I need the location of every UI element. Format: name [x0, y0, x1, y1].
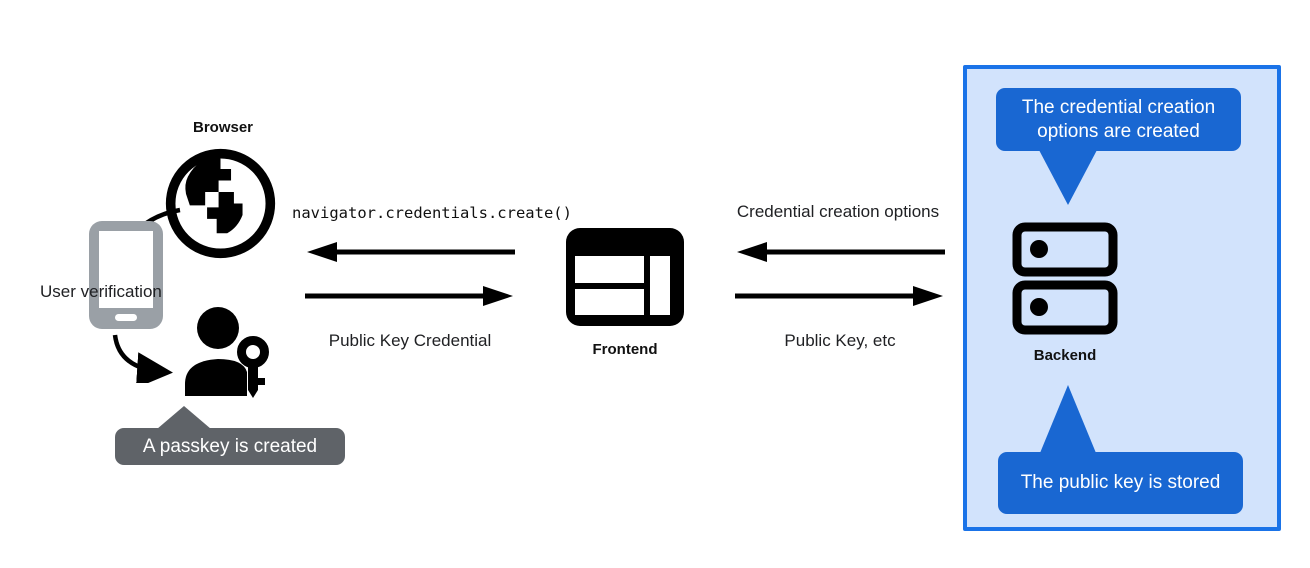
api-call-label: navigator.credentials.create()	[292, 204, 572, 222]
public-key-credential-label: Public Key Credential	[328, 331, 492, 350]
backend-label: Backend	[1033, 347, 1097, 364]
frontend-icon	[566, 228, 684, 326]
backend-server-icon	[1012, 222, 1118, 335]
arrow-frontend-to-backend	[735, 285, 945, 307]
arrow-backend-to-frontend	[735, 241, 945, 263]
frontend-label: Frontend	[592, 341, 658, 358]
browser-globe-icon	[163, 146, 278, 261]
user-key-icon	[181, 306, 281, 400]
backend-tooltip-top-tail	[1039, 150, 1097, 205]
browser-label: Browser	[192, 119, 254, 136]
phone-icon	[86, 218, 166, 332]
user-verification-label: User verification	[40, 282, 162, 301]
passkey-tooltip-tail	[157, 406, 211, 429]
backend-tooltip-bottom: The public key is stored	[998, 452, 1243, 514]
passkey-tooltip: A passkey is created	[115, 428, 345, 465]
arrow-browser-to-frontend	[305, 285, 515, 307]
public-key-etc-label: Public Key, etc	[784, 331, 896, 350]
backend-tooltip-top: The credential creation options are crea…	[996, 88, 1241, 151]
backend-tooltip-bottom-tail	[1040, 385, 1096, 453]
credential-creation-options-label: Credential creation options	[736, 202, 940, 221]
arrow-phone-to-user	[102, 331, 184, 383]
arrow-frontend-to-browser	[305, 241, 515, 263]
